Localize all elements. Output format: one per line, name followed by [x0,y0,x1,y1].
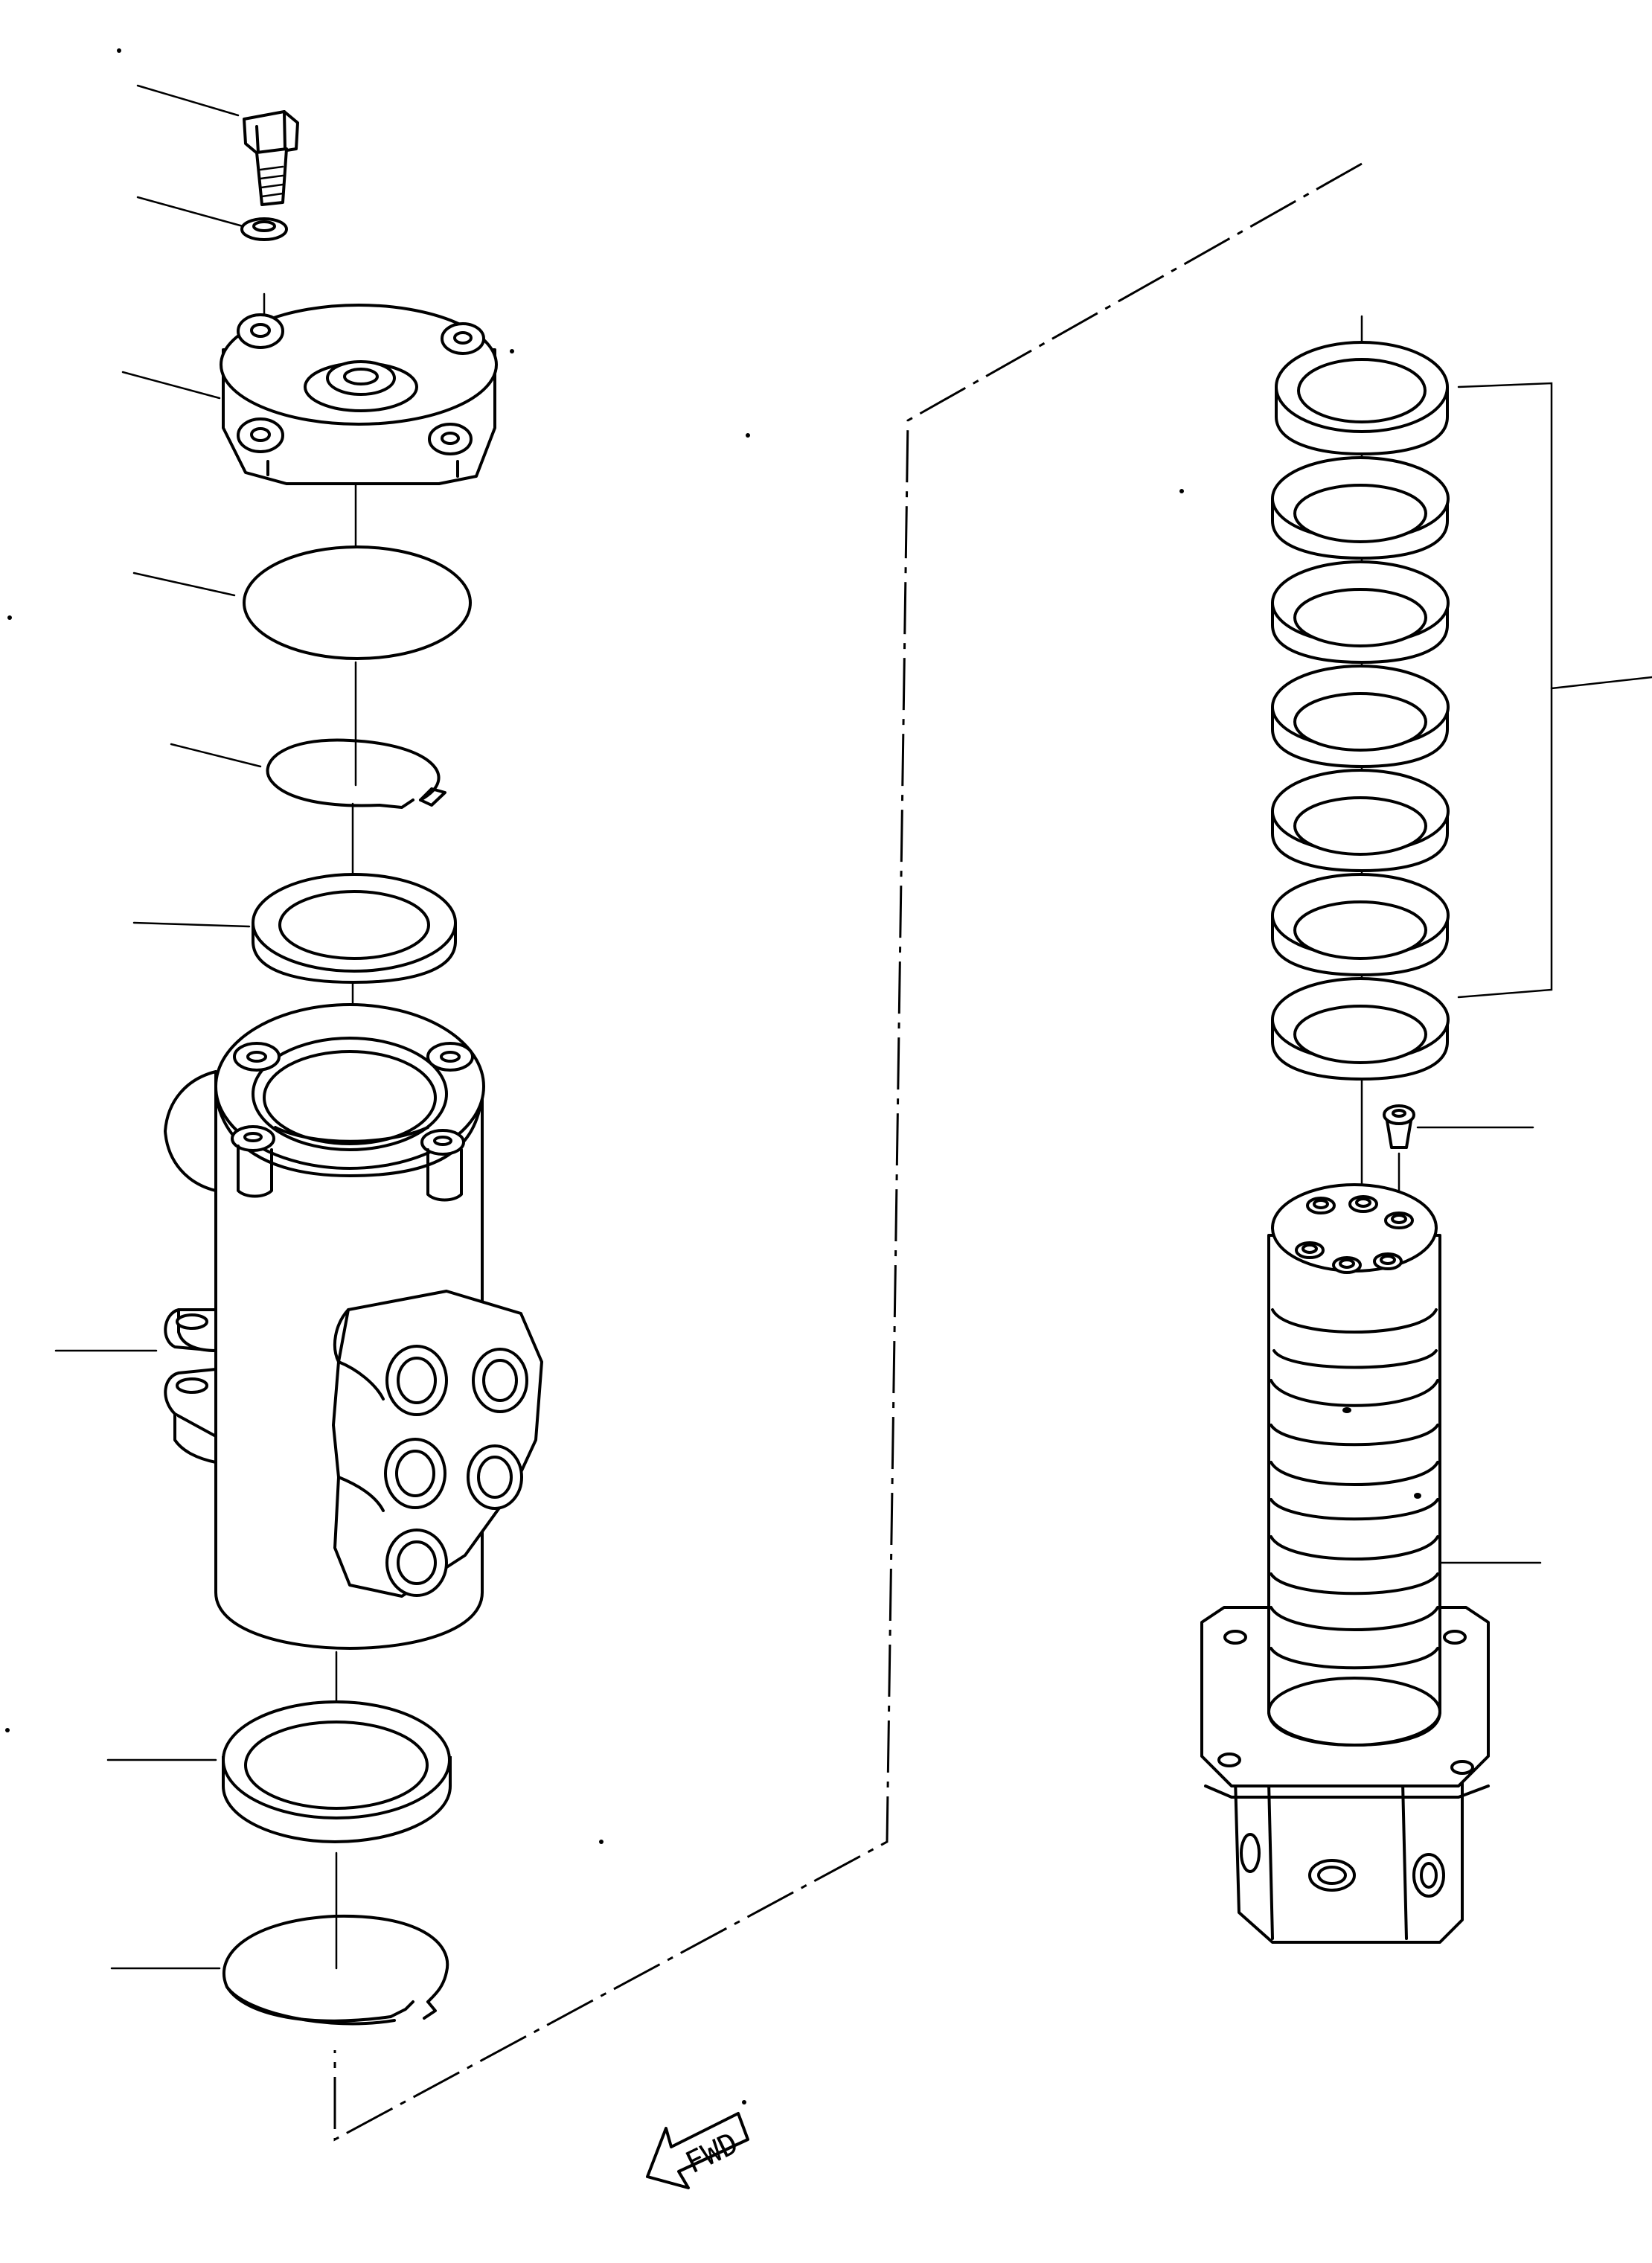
leader-cover [121,371,221,400]
swivel-hub [164,1003,543,1650]
bolt [243,110,299,206]
leader-lines-right [1416,382,1652,1564]
leader-seal-stack-bracket [1457,382,1553,999]
snap-ring-upper [266,738,446,809]
seal-ring-stack [1271,341,1450,1081]
fwd-direction-arrow: FWD [646,2112,749,2189]
seal-ring-lower [222,1700,452,1843]
leader-o-ring [132,572,236,597]
washer [240,217,288,241]
scan-specks [5,48,1184,2104]
plug [1383,1104,1415,1149]
rotor [1200,1183,1490,1944]
leader-seal-stack [1550,676,1652,690]
leader-snap-ring-upper [170,743,262,768]
leader-washer [136,196,247,228]
cover [220,304,498,485]
seal-ring-upper [252,873,457,984]
leader-seal-upper [132,921,251,928]
o-ring [243,545,472,660]
leader-bolt [136,84,240,117]
assembly-link-line [333,162,1363,2142]
snap-ring-lower [222,1914,449,2026]
leader-lines-left [54,84,262,1970]
